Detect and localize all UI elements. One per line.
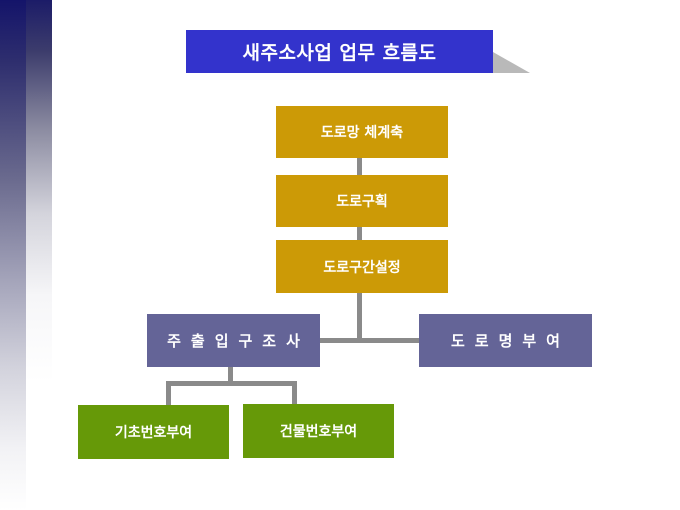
page-title: 새주소사업 업무 흐름도 (186, 30, 493, 73)
flow-step-road-section: 도로구간설정 (276, 240, 448, 293)
connector-line (320, 338, 419, 343)
decorative-gradient-bar-right (26, 0, 52, 510)
connector-line (357, 158, 362, 175)
flow-step-label: 도로망 체계축 (320, 125, 404, 141)
branch-entrance-survey: 주출입구조사 (147, 314, 320, 367)
flow-step-label: 도로구획 (336, 194, 388, 210)
flow-step-road-network: 도로망 체계축 (276, 106, 448, 158)
title-shadow (493, 52, 530, 73)
decorative-gradient-bar-left (0, 0, 26, 510)
page-title-text: 새주소사업 업무 흐름도 (242, 42, 437, 64)
connector-line (292, 381, 297, 404)
connector-line (357, 293, 362, 343)
branch-label: 도로명부여 (450, 332, 570, 350)
connector-line (166, 381, 171, 405)
connector-line (228, 367, 233, 386)
leaf-label: 기초번호부여 (114, 425, 193, 441)
leaf-label: 건물번호부여 (279, 424, 358, 440)
leaf-building-number: 건물번호부여 (243, 404, 394, 458)
branch-label: 주출입구조사 (167, 332, 310, 350)
branch-road-naming: 도로명부여 (419, 314, 592, 367)
connector-line (357, 227, 362, 240)
flow-step-road-block: 도로구획 (276, 175, 448, 227)
flow-step-label: 도로구간설정 (323, 259, 401, 276)
connector-line (166, 381, 297, 386)
leaf-base-number: 기초번호부여 (78, 405, 229, 459)
